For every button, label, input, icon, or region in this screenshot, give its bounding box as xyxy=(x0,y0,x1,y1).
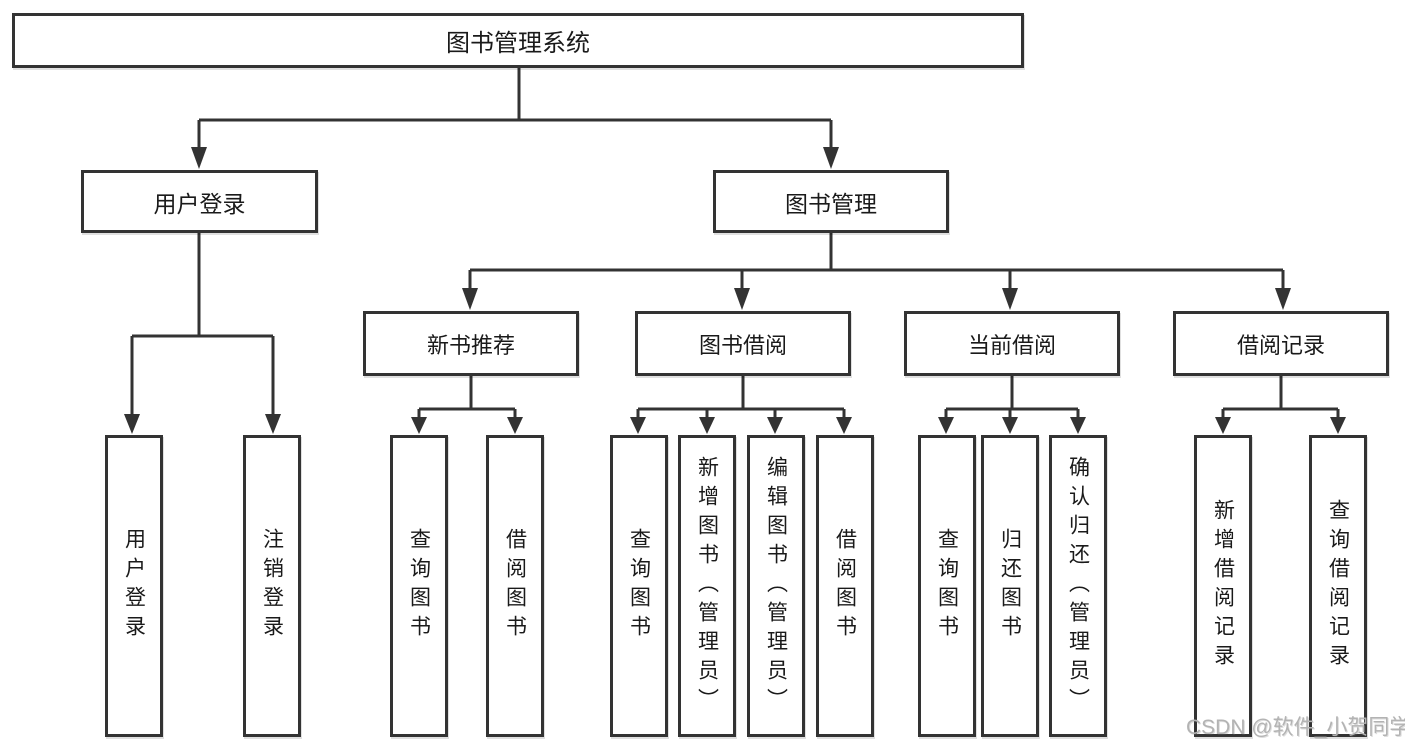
node-book-management: 图书管理 xyxy=(713,170,949,233)
leaf-query-books-borrowing: 查询图书 xyxy=(610,435,668,737)
node-library-management-system: 图书管理系统 xyxy=(12,13,1024,68)
node-book-borrowing: 图书借阅 xyxy=(635,311,851,376)
leaf-query-books-current: 查询图书 xyxy=(918,435,976,737)
node-current-borrowing: 当前借阅 xyxy=(904,311,1120,376)
leaf-logout: 注销登录 xyxy=(243,435,301,737)
node-user-login: 用户登录 xyxy=(81,170,318,233)
leaf-query-borrow-record: 查询借阅记录 xyxy=(1309,435,1367,737)
leaf-borrow-books-recommend: 借阅图书 xyxy=(486,435,544,737)
leaf-return-books: 归还图书 xyxy=(981,435,1039,737)
leaf-borrow-books-borrowing: 借阅图书 xyxy=(816,435,874,737)
leaf-query-books-recommend: 查询图书 xyxy=(390,435,448,737)
leaf-edit-books-admin: 编辑图书（管理员） xyxy=(747,435,805,737)
leaf-user-login: 用户登录 xyxy=(105,435,163,737)
leaf-confirm-return-admin: 确认归还（管理员） xyxy=(1049,435,1107,737)
leaf-add-borrow-record: 新增借阅记录 xyxy=(1194,435,1252,737)
node-new-book-recommendation: 新书推荐 xyxy=(363,311,579,376)
csdn-watermark: CSDN @软件_小贺同学 xyxy=(1186,716,1405,739)
node-borrowing-records: 借阅记录 xyxy=(1173,311,1389,376)
leaf-add-books-admin: 新增图书（管理员） xyxy=(678,435,736,737)
